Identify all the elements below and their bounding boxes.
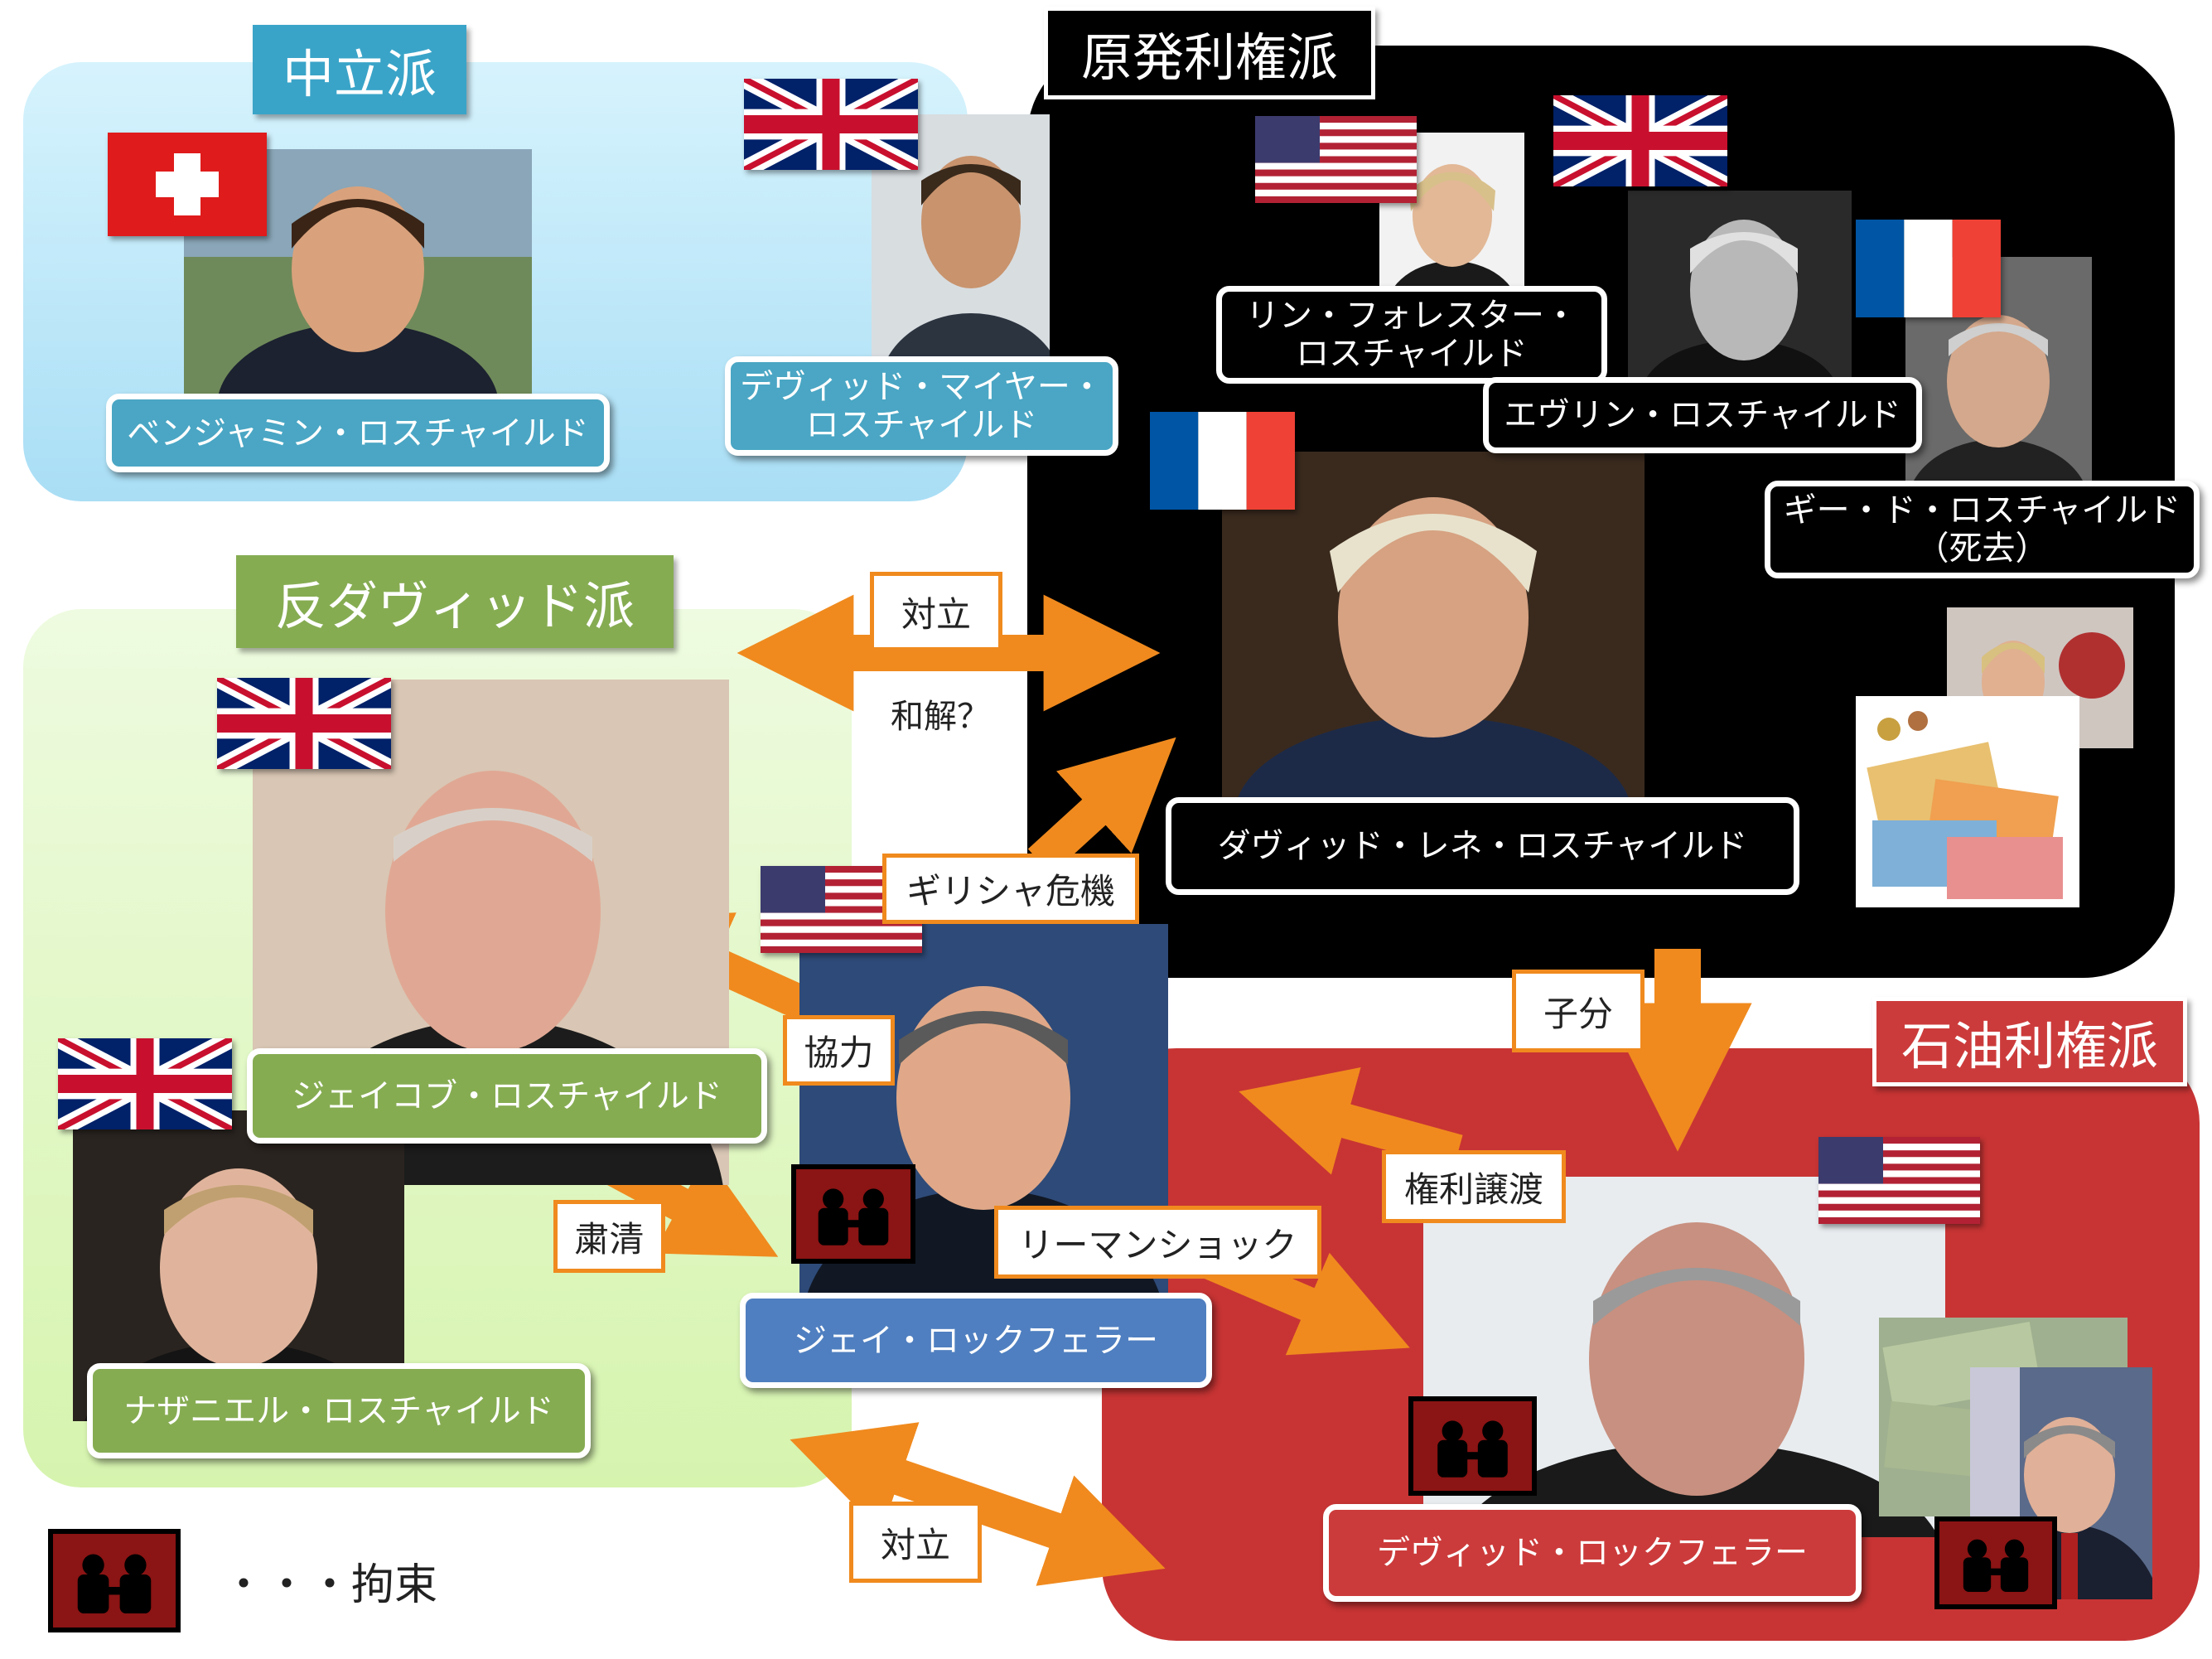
lehman-tag: リーマンショック xyxy=(994,1206,1321,1279)
lynn-label: リン・フォレスター・ロスチャイルド xyxy=(1216,286,1607,384)
france-flag xyxy=(1150,412,1295,510)
arrow-rights-transfer xyxy=(1239,1067,1463,1175)
uk-flag xyxy=(58,1038,232,1129)
cooperate-tag: 協力 xyxy=(783,1015,895,1086)
arrow-greek-crisis xyxy=(1027,737,1176,875)
handcuff-icon xyxy=(1408,1396,1537,1496)
purge-tag: 粛清 xyxy=(553,1200,665,1273)
nuclear-title: 原発利権派 xyxy=(1044,7,1375,99)
reconcile-text: 和解？ xyxy=(891,698,990,736)
rights-transfer-tag: 権利譲渡 xyxy=(1382,1150,1566,1223)
anti-david-title: 反ダヴィッド派 xyxy=(236,555,674,648)
greek-crisis-tag: ギリシャ危機 xyxy=(882,854,1139,924)
benjamin-label: ベンジャミン・ロスチャイルド xyxy=(106,394,610,472)
legend-handcuff-icon xyxy=(48,1529,181,1632)
handcuff-icon xyxy=(791,1164,915,1264)
oppose-top-tag: 対立 xyxy=(870,572,1002,651)
swiss-flag xyxy=(108,133,267,236)
subordinate-tag: 子分 xyxy=(1512,970,1645,1052)
oppose-bottom-tag: 対立 xyxy=(849,1502,982,1583)
nathaniel-label: ナザニエル・ロスチャイルド xyxy=(87,1363,591,1458)
neutral-title: 中立派 xyxy=(253,25,466,114)
david-rene-portrait xyxy=(1222,452,1645,800)
oil-title: 石油利権派 xyxy=(1872,997,2187,1086)
usa-flag xyxy=(1255,116,1417,203)
usa-flag xyxy=(1818,1137,1980,1224)
jacob-label: ジェイコブ・ロスチャイルド xyxy=(247,1048,767,1144)
handcuff-icon xyxy=(1934,1516,2057,1609)
david-rockefeller-label: デヴィッド・ロックフェラー xyxy=(1323,1504,1862,1602)
legend-text: ・・・拘束 xyxy=(222,1560,438,1610)
evelyn-portrait xyxy=(1628,191,1852,385)
jay-label: ジェイ・ロックフェラー xyxy=(740,1293,1212,1388)
uk-flag xyxy=(744,79,918,170)
uk-flag xyxy=(1553,95,1727,186)
guy-label: ギー・ド・ロスチャイルド（死去） xyxy=(1765,481,2200,578)
euro-money-image xyxy=(1856,696,2079,907)
david-rene-label: ダヴィッド・レネ・ロスチャイルド xyxy=(1166,797,1799,895)
david-mayer-label: デヴィッド・マイヤー・ロスチャイルド xyxy=(725,356,1118,456)
france-flag xyxy=(1856,220,2001,317)
uk-flag xyxy=(217,678,391,769)
evelyn-label: エヴリン・ロスチャイルド xyxy=(1483,377,1922,453)
